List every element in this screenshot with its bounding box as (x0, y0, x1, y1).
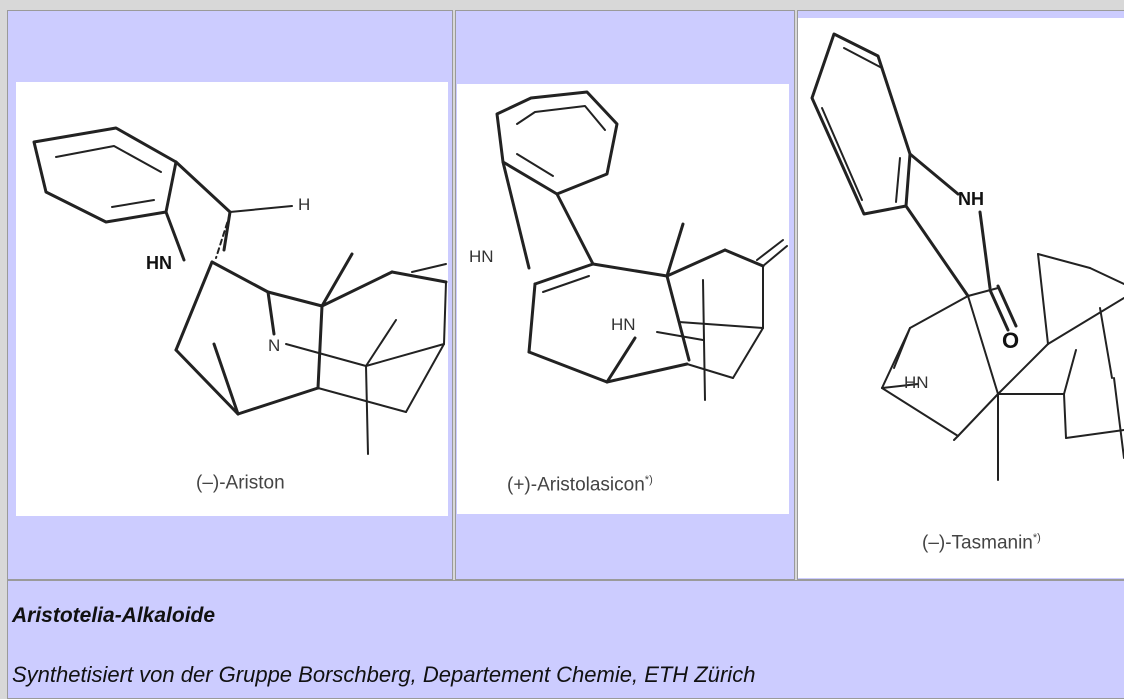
caption-note: *) (644, 474, 653, 486)
caption-note: *) (1032, 532, 1041, 544)
caption-text: (+)-Aristolasicon (507, 474, 645, 496)
caption-text: (–)-Ariston (196, 472, 285, 494)
atom-label-hn: HN (904, 373, 929, 392)
compound-caption-ariston: (–)-Ariston (196, 472, 285, 494)
atom-label-o: O (1002, 328, 1020, 353)
atom-label-hn-indole: HN (469, 247, 494, 266)
atom-label-n: N (268, 336, 281, 355)
atom-label-hn: HN (146, 253, 172, 273)
page-title: Aristotelia-Alkaloide (12, 604, 216, 627)
tasmanin-structure-drawing (810, 32, 1124, 481)
compound-caption-aristolasicon: (+)-Aristolasicon*) (507, 474, 653, 496)
atom-label-hn-amine: HN (611, 315, 636, 334)
structure-image-ariston: HN H N (–)-Ariston (16, 82, 448, 516)
ariston-structure-drawing (32, 126, 448, 455)
structure-image-aristolasicon: HN HN (+)-Aristolasicon*) (457, 84, 789, 514)
structure-image-tasmanin: NH O HN (–)-Tasmanin*) (798, 18, 1124, 578)
atom-label-nh: NH (958, 189, 984, 209)
atom-label-h: H (298, 195, 311, 214)
compound-caption-tasmanin: (–)-Tasmanin*) (922, 532, 1041, 554)
caption-text: (–)-Tasmanin (922, 532, 1033, 554)
credit-line: Synthetisiert von der Gruppe Borschberg,… (12, 662, 756, 687)
aristolasicon-structure-drawing (495, 90, 788, 401)
